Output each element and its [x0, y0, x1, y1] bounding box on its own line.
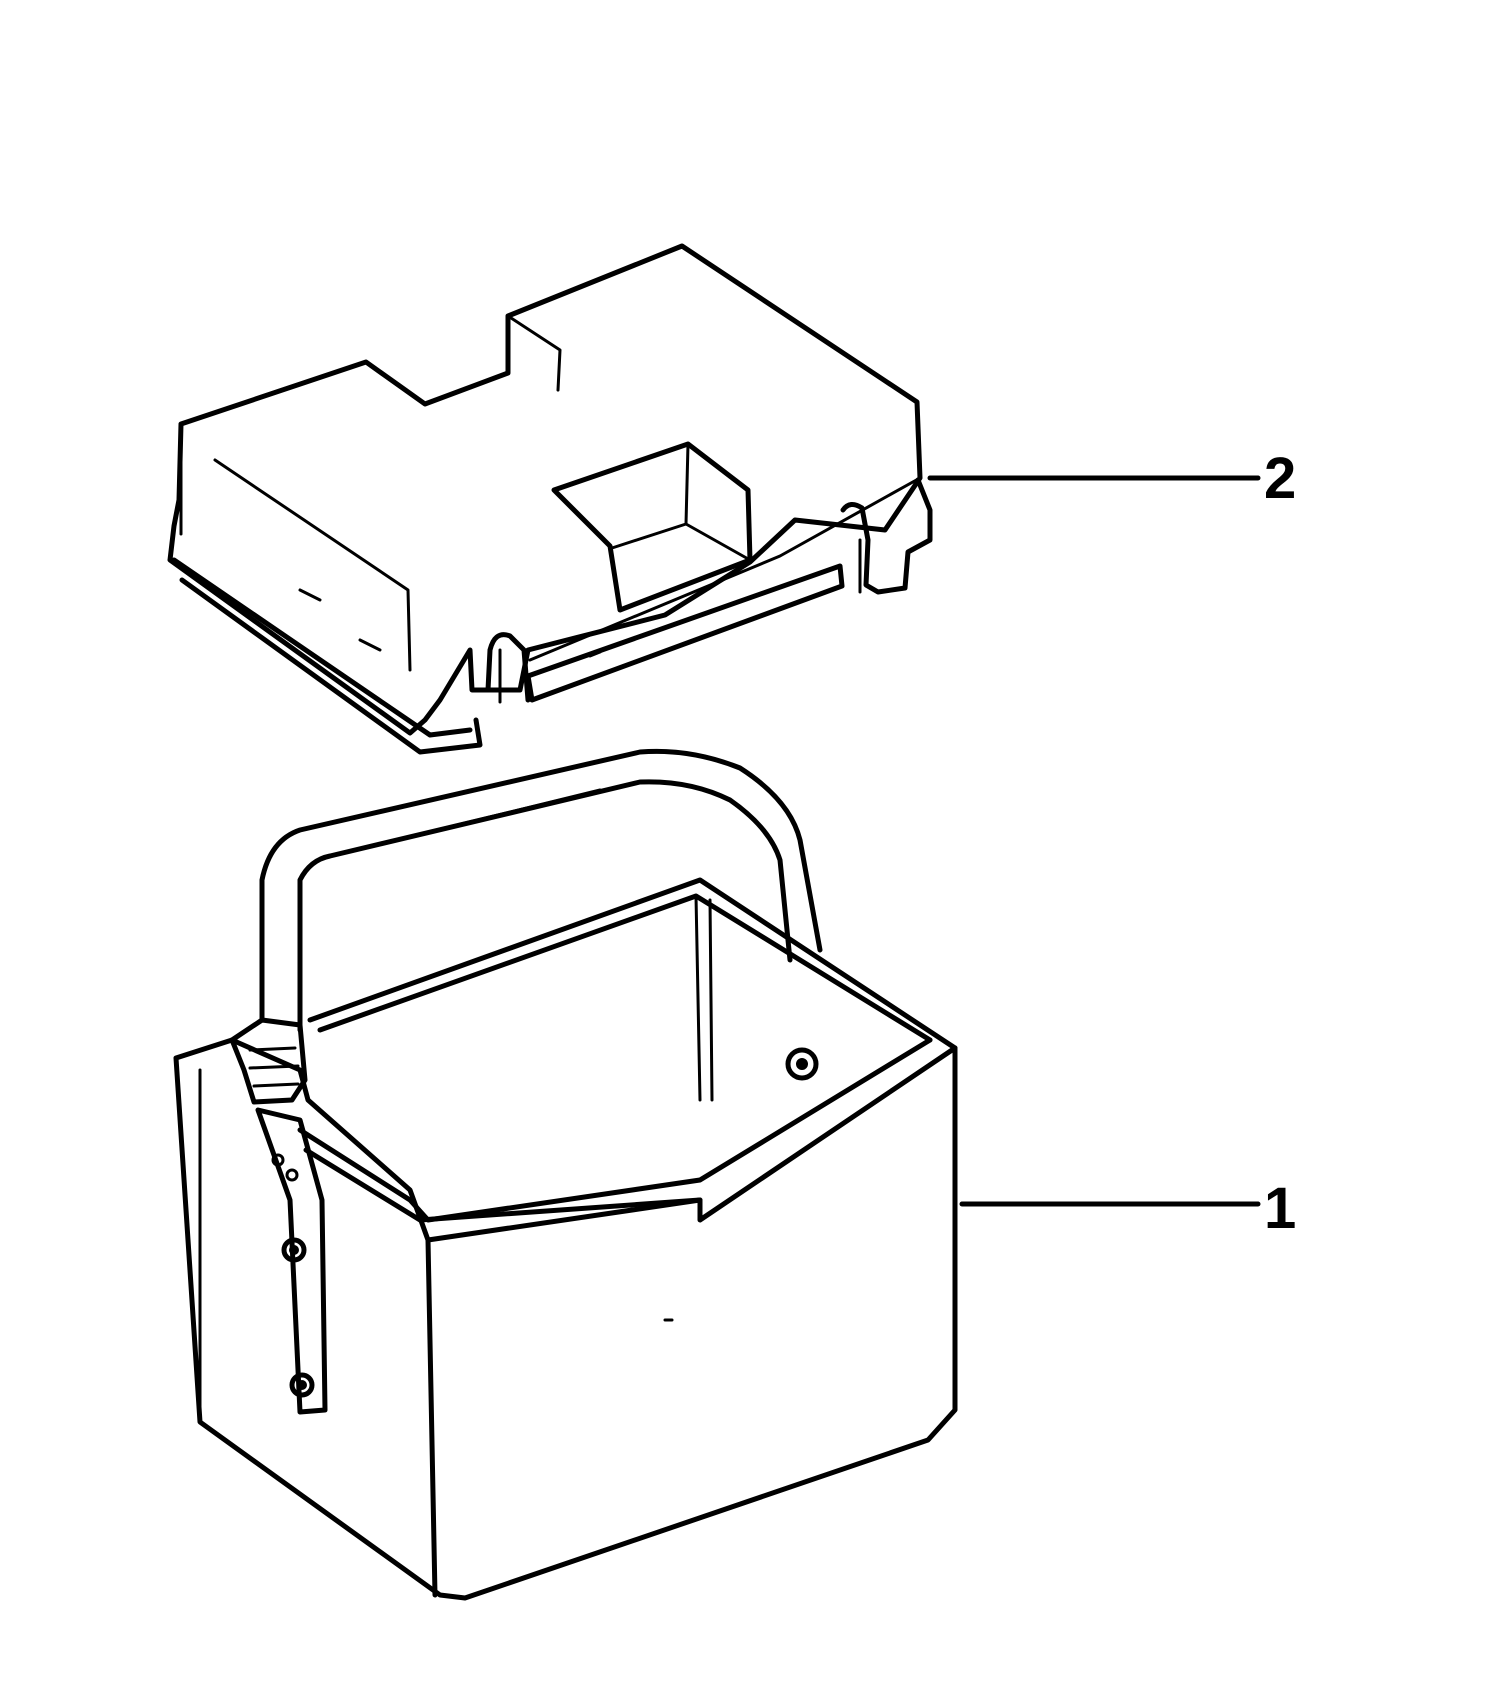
callout-1-number: 1 — [1264, 1176, 1296, 1241]
battery-box-cover — [167, 243, 933, 755]
callout-2: 2 — [927, 446, 1296, 511]
battery-box — [173, 748, 958, 1601]
callout-1: 1 — [959, 1176, 1296, 1241]
callout-2-number: 2 — [1264, 446, 1296, 511]
